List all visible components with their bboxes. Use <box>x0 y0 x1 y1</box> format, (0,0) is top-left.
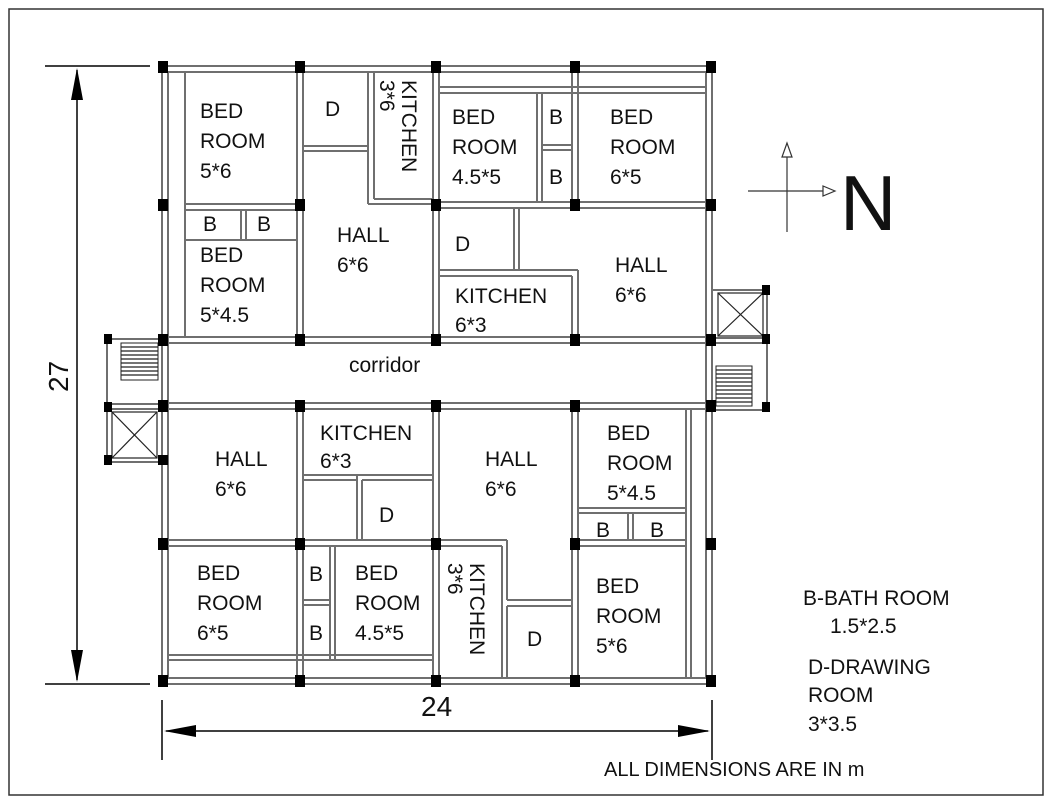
room-bed-se-b: BED ROOM 5*6 <box>596 575 661 658</box>
room-label: BED <box>355 562 398 585</box>
room-size: 4.5*5 <box>452 166 501 189</box>
walls <box>161 65 713 685</box>
room-label: ROOM <box>197 592 262 615</box>
legend: B-BATH ROOM 1.5*2.5 D-DRAWING ROOM 3*3.5 <box>803 587 950 736</box>
legend-drawing-title: D-DRAWING <box>808 656 931 679</box>
hall-size: 6*6 <box>485 478 517 501</box>
hall-size: 6*6 <box>215 478 247 501</box>
units-note: ALL DIMENSIONS ARE IN m <box>604 759 864 781</box>
room-label: ROOM <box>610 136 675 159</box>
bath-label: B <box>549 166 563 189</box>
north-label: N <box>840 159 896 247</box>
hall-ne: HALL 6*6 <box>615 254 668 307</box>
kitchen-ne: KITCHEN 6*3 <box>455 285 547 337</box>
drawing-room-labels: D D D D <box>325 98 542 651</box>
bath-label: B <box>309 622 323 645</box>
room-label: BED <box>610 106 653 129</box>
hall-nw: HALL 6*6 <box>337 224 390 277</box>
stair-block-east <box>711 289 768 411</box>
kitchen-label: KITCHEN <box>465 563 488 655</box>
kitchen-size: 3*6 <box>375 80 398 112</box>
room-size: 6*5 <box>197 622 229 645</box>
room-size: 4.5*5 <box>355 622 404 645</box>
stairs-west <box>120 342 159 381</box>
bath-labels: B B B B B B B B <box>203 106 664 645</box>
room-label: BED <box>596 575 639 598</box>
drawing-label: D <box>325 98 340 121</box>
hall-size: 6*6 <box>337 254 369 277</box>
kitchen-nw: KITCHEN 3*6 <box>375 80 420 172</box>
room-bed-s-mid: BED ROOM 4.5*5 <box>355 562 420 645</box>
hall-label: HALL <box>215 448 268 471</box>
bath-label: B <box>309 563 323 586</box>
drawing-border <box>8 8 1044 796</box>
room-bed-ne: BED ROOM 6*5 <box>610 106 675 189</box>
corridor-label: corridor <box>349 354 420 377</box>
lift-west <box>111 411 158 459</box>
kitchen-size: 6*3 <box>455 314 487 337</box>
stair-block-west <box>106 338 163 463</box>
height-dimension-label: 27 <box>43 361 74 392</box>
room-label: BED <box>197 562 240 585</box>
bath-label: B <box>650 519 664 542</box>
hall-sw: HALL 6*6 <box>215 448 268 501</box>
kitchen-label: KITCHEN <box>320 422 412 445</box>
hall-se: HALL 6*6 <box>485 448 538 501</box>
room-bed-se-a: BED ROOM 5*4.5 <box>607 422 672 505</box>
room-label: ROOM <box>355 592 420 615</box>
drawing-label: D <box>455 233 470 256</box>
kitchen-size: 3*6 <box>443 563 466 595</box>
hall-label: HALL <box>485 448 538 471</box>
legend-bath-title: B-BATH ROOM <box>803 587 950 610</box>
kitchen-label: KITCHEN <box>397 80 420 172</box>
dimension-height: 27 <box>43 65 150 685</box>
room-label: BED <box>200 100 243 123</box>
columns <box>104 61 770 687</box>
room-label: ROOM <box>200 274 265 297</box>
room-size: 5*4.5 <box>200 304 249 327</box>
room-label: BED <box>452 106 495 129</box>
room-bed-n-mid: BED ROOM 4.5*5 <box>452 106 517 189</box>
legend-drawing-title-2: ROOM <box>808 684 873 707</box>
room-label: BED <box>607 422 650 445</box>
hall-size: 6*6 <box>615 284 647 307</box>
room-size: 5*4.5 <box>607 482 656 505</box>
room-size: 5*6 <box>596 635 628 658</box>
kitchen-size: 6*3 <box>320 450 352 473</box>
room-size: 5*6 <box>200 160 232 183</box>
north-arrow: N <box>748 141 896 247</box>
room-bed-nw-b: BED ROOM 5*4.5 <box>200 244 265 327</box>
lift-east <box>717 292 764 337</box>
hall-label: HALL <box>615 254 668 277</box>
room-size: 6*5 <box>610 166 642 189</box>
kitchen-se: KITCHEN 3*6 <box>443 563 488 655</box>
bath-label: B <box>596 519 610 542</box>
drawing-label: D <box>527 628 542 651</box>
room-label: BED <box>200 244 243 267</box>
bath-label: B <box>203 213 217 236</box>
width-dimension-label: 24 <box>421 691 452 722</box>
bath-label: B <box>549 106 563 129</box>
room-label: ROOM <box>200 130 265 153</box>
dimension-width: 24 <box>161 691 713 760</box>
stairs-east <box>715 365 753 407</box>
bath-label: B <box>257 213 271 236</box>
room-label: ROOM <box>607 452 672 475</box>
room-bed-sw: BED ROOM 6*5 <box>197 562 262 645</box>
kitchen-sw: KITCHEN 6*3 <box>320 422 412 473</box>
kitchen-label: KITCHEN <box>455 285 547 308</box>
hall-label: HALL <box>337 224 390 247</box>
legend-drawing-size: 3*3.5 <box>808 713 857 736</box>
room-bed-nw-a: BED ROOM 5*6 <box>200 100 265 183</box>
drawing-label: D <box>379 504 394 527</box>
room-label: ROOM <box>452 136 517 159</box>
room-label: ROOM <box>596 605 661 628</box>
legend-bath-size: 1.5*2.5 <box>830 615 897 638</box>
